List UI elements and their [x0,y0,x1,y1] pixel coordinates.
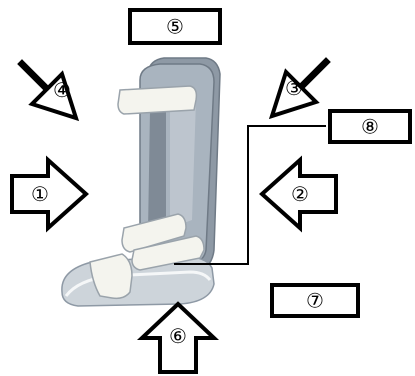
label-box-right-lower-text: ⑦ [306,289,324,313]
arrow-down-left-upper-right: ③ [268,57,331,120]
arrow-down-right-upper-left-text: ④ [53,78,71,102]
label-box-right-upper: ⑧ [174,109,412,265]
label-box-top-text: ⑤ [166,15,184,39]
arrow-up-bottom-text: ⑥ [169,324,187,348]
arrow-right-left: ① [10,155,89,233]
arrow-up-bottom: ⑥ [136,301,220,374]
label-box-right-upper-text: ⑧ [361,115,379,139]
walking-boot-brace-icon [61,57,221,307]
label-box-top: ⑤ [128,8,222,45]
arrow-down-right-upper-left: ④ [17,59,80,122]
arrow-left-right-text: ② [291,182,309,206]
arrow-down-left-upper-right-text: ③ [285,76,303,100]
arrow-right-left-text: ① [31,182,49,206]
arrow-left-right: ② [259,155,338,233]
label-box-right-lower: ⑦ [270,283,360,318]
